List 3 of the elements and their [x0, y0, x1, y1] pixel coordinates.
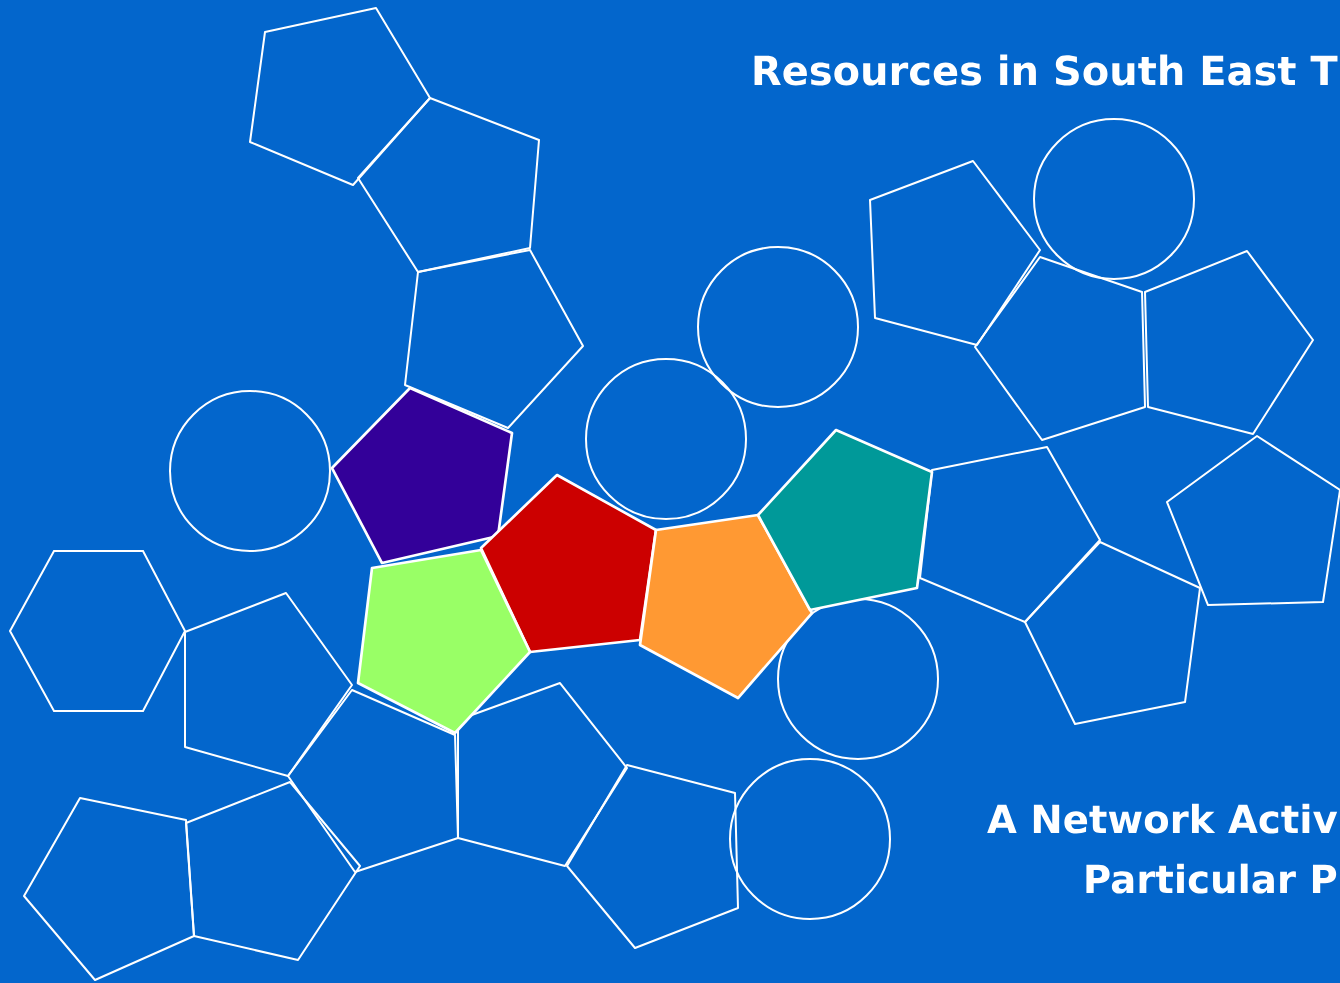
- title: Resources in South East T: [754, 54, 1338, 86]
- subtitle: Particular P: [1086, 863, 1337, 894]
- subtitle: A Network Activ: [987, 803, 1338, 834]
